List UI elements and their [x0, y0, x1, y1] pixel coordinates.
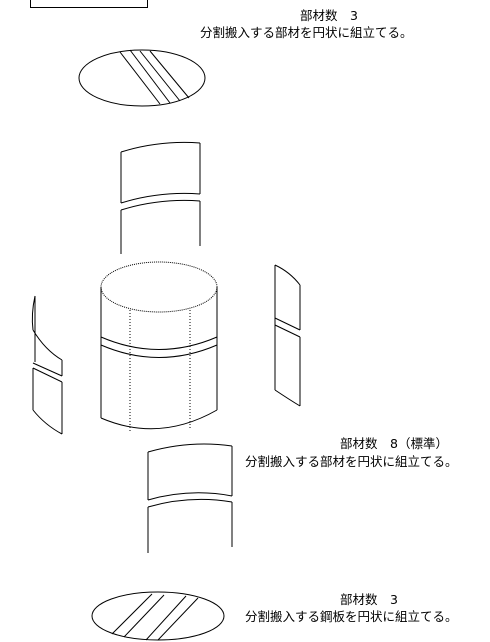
- top-description: 分割搬入する部材を円状に組立てる。: [200, 25, 413, 40]
- left-curved-panel: [32, 296, 62, 434]
- bottom-base-ellipse: [92, 592, 224, 640]
- bottom-description: 分割搬入する鋼板を円状に組立てる。: [245, 609, 458, 624]
- top-count-label: 部材数 3: [300, 8, 358, 23]
- upper-curved-panel: [121, 142, 200, 254]
- lower-curved-panel: [148, 444, 232, 553]
- title-frame: [30, 0, 148, 8]
- middle-description: 分割搬入する部材を円状に組立てる。: [245, 454, 458, 469]
- central-cylinder: [101, 262, 217, 432]
- middle-count-label: 部材数 8（標準）: [340, 436, 448, 451]
- right-curved-panel: [275, 265, 300, 406]
- top-lid-ellipse: [79, 50, 205, 106]
- bottom-count-label: 部材数 3: [340, 592, 398, 607]
